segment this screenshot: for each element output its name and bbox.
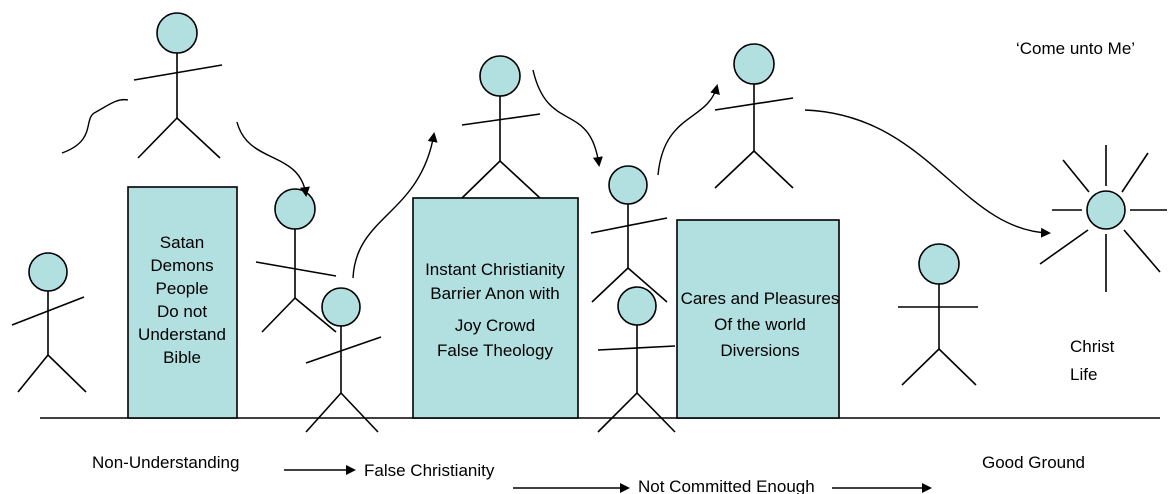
quote-label: ‘Come unto Me’ <box>1016 39 1135 58</box>
arrow-path-4 <box>657 84 720 176</box>
barrier-3-line-1: Cares and Pleasures <box>681 289 840 308</box>
barrier-2-line-2: Barrier Anon with <box>430 284 559 303</box>
stage-label-false-christianity: False Christianity <box>364 461 495 480</box>
barrier-box-3: Cares and Pleasures Of the world Diversi… <box>676 219 840 419</box>
curve-path-1 <box>61 98 129 154</box>
stick-figure-7 <box>597 286 676 433</box>
stage-label-not-committed: Not Committed Enough <box>638 477 815 494</box>
barrier-box-1: Satan Demons People Do not Understand Bi… <box>127 186 238 419</box>
christ-label-line-2: Life <box>1070 365 1097 384</box>
barrier-3-line-3: Diversions <box>720 341 799 360</box>
barrier-1-line-2: Demons <box>150 256 213 275</box>
barrier-3-line-2: Of the world <box>714 315 806 334</box>
stick-figure-8 <box>714 43 794 189</box>
arrow-path-1 <box>236 121 310 197</box>
christ-label-line-1: Christ <box>1070 337 1115 356</box>
barrier-1-line-1: Satan <box>160 233 204 252</box>
stick-figure-4 <box>305 287 382 433</box>
barrier-1-line-5: Understand <box>138 325 226 344</box>
barrier-2-line-4: False Theology <box>437 341 553 360</box>
barrier-1-line-3: People <box>156 279 209 298</box>
arrow-path-2 <box>352 132 438 279</box>
arrow-path-3 <box>532 69 603 167</box>
arrow-path-5 <box>804 109 1051 238</box>
barrier-box-2: Instant Christianity Barrier Anon with J… <box>412 197 579 419</box>
stick-figure-5 <box>461 55 541 199</box>
stick-figure-3 <box>255 188 337 333</box>
stick-figure-9 <box>898 243 978 386</box>
barrier-1-line-4: Do not <box>157 302 207 321</box>
stick-figure-1 <box>11 252 87 393</box>
stage-label-non-understanding: Non-Understanding <box>92 453 239 472</box>
stick-figure-6 <box>590 165 668 303</box>
christ-light-icon <box>1039 145 1167 292</box>
stage-label-good-ground: Good Ground <box>982 453 1085 472</box>
barrier-2-line-3: Joy Crowd <box>455 316 535 335</box>
barrier-2-line-1: Instant Christianity <box>425 260 565 279</box>
barrier-1-line-6: Bible <box>163 348 201 367</box>
stick-figure-2 <box>133 12 223 159</box>
